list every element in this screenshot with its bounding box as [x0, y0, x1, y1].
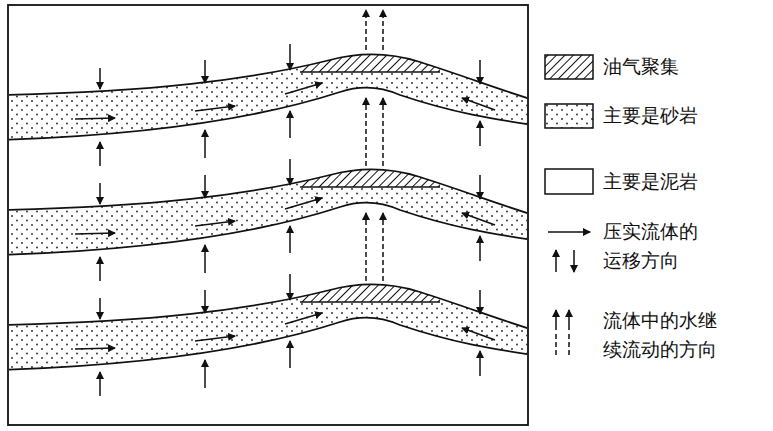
legend-label: 流体中的水继 续流动的方向: [603, 306, 743, 364]
legend-label: 压实流体的 运移方向: [603, 217, 725, 275]
legend-label: 主要是泥岩: [603, 167, 763, 196]
legend-label: 主要是砂岩: [603, 101, 763, 130]
legend-samples: [545, 55, 593, 358]
legend-label: 油气聚集: [603, 52, 763, 81]
